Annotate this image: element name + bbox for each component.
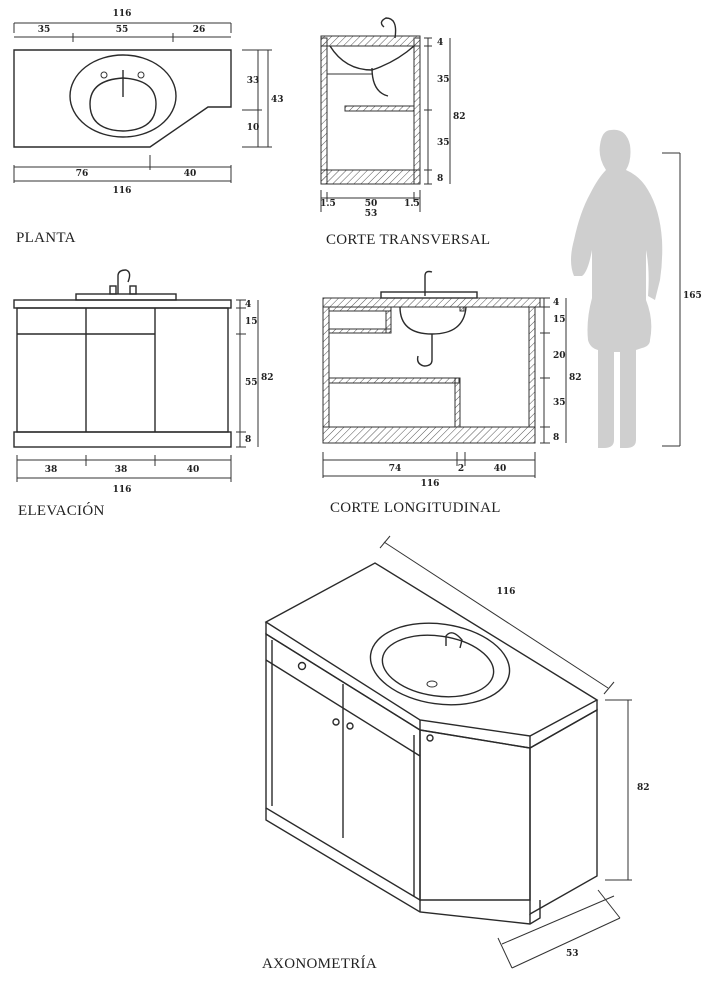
cl-drain-pipe bbox=[416, 334, 433, 367]
elevacion-view: 4 15 55 8 82 38 38 40 116 ELEVACIÓN bbox=[13, 269, 274, 519]
ct-dim-b-total: 53 bbox=[365, 209, 378, 219]
elev-basin-lip bbox=[75, 293, 177, 301]
cl-dim-b-c: 40 bbox=[494, 464, 507, 474]
elev-dim-b-a: 38 bbox=[45, 465, 58, 475]
axo-dim-length: 116 bbox=[497, 587, 516, 597]
cl-dim-b-a: 74 bbox=[389, 464, 402, 474]
axo-basin-rim bbox=[369, 622, 511, 706]
axo-body-angled bbox=[419, 729, 531, 901]
planta-tap-right bbox=[137, 71, 145, 79]
cl-dim-b-b: 2 bbox=[458, 464, 464, 474]
elev-dim-r-c: 55 bbox=[245, 378, 258, 388]
elev-cabinet-body bbox=[16, 307, 229, 433]
elev-dim-b-b: 38 bbox=[115, 465, 128, 475]
planta-dim-right-total: 43 bbox=[271, 95, 284, 105]
ct-basin-curve bbox=[329, 45, 415, 71]
elev-dim-b-c: 40 bbox=[187, 465, 200, 475]
planta-dim-right-b: 10 bbox=[247, 123, 260, 133]
axo-drain bbox=[426, 680, 438, 688]
planta-dim-top-total: 116 bbox=[113, 9, 132, 19]
planta-title: PLANTA bbox=[16, 230, 76, 246]
elev-plinth bbox=[13, 431, 232, 448]
cl-dim-b-total: 116 bbox=[421, 479, 440, 489]
cl-dim-r-total: 82 bbox=[569, 373, 582, 383]
figure-dim-height: 165 bbox=[683, 291, 702, 301]
axo-plinth bbox=[265, 808, 541, 925]
axo-door-knob-left bbox=[332, 718, 340, 726]
planta-dim-bottom-total: 116 bbox=[113, 186, 132, 196]
elev-dim-r-d: 8 bbox=[245, 435, 251, 445]
axo-dim-depth: 53 bbox=[566, 949, 579, 959]
cl-dim-r-a: 4 bbox=[553, 298, 559, 308]
cl-dim-r-b: 15 bbox=[553, 315, 566, 325]
human-figure-silhouette: 165 bbox=[571, 129, 702, 448]
ct-dim-b-c: 1.5 bbox=[404, 199, 420, 209]
cl-faucet bbox=[424, 270, 433, 296]
axo-countertop-top bbox=[264, 562, 599, 737]
axo-faucet bbox=[445, 632, 463, 649]
ct-dim-r-total: 82 bbox=[453, 112, 466, 122]
cl-dim-r-e: 8 bbox=[553, 433, 559, 443]
elev-dim-r-a: 4 bbox=[245, 300, 251, 310]
elev-countertop bbox=[13, 299, 232, 309]
planta-basin-rim bbox=[69, 54, 177, 138]
planta-dim-right-a: 33 bbox=[247, 76, 260, 86]
ct-faucet bbox=[380, 17, 397, 39]
corte-longitudinal-title: CORTE LONGITUDINAL bbox=[330, 500, 501, 516]
axonometria-title: AXONOMETRÍA bbox=[262, 955, 377, 972]
corte-longitudinal-view: 4 15 20 35 8 82 74 2 40 116 CORTE LONGIT… bbox=[322, 270, 582, 516]
elev-dim-r-total: 82 bbox=[261, 373, 274, 383]
elevacion-title: ELEVACIÓN bbox=[18, 502, 105, 519]
planta-dim-top-b: 55 bbox=[116, 25, 129, 35]
planta-dim-top-c: 26 bbox=[193, 25, 206, 35]
ct-drain-pipe bbox=[371, 67, 389, 97]
elev-dim-r-b: 15 bbox=[245, 317, 258, 327]
planta-tap-left bbox=[100, 71, 108, 79]
corte-transversal-view: 4 35 35 8 82 1.5 50 1.5 53 CORTE TRANSVE… bbox=[320, 17, 490, 248]
ct-dim-r-c: 35 bbox=[437, 138, 450, 148]
axo-door-knob-angled bbox=[426, 734, 434, 742]
axo-body-side bbox=[529, 708, 598, 916]
elev-dim-b-total: 116 bbox=[113, 485, 132, 495]
axo-dim-height: 82 bbox=[637, 783, 650, 793]
cl-dim-r-d: 35 bbox=[553, 398, 566, 408]
corte-transversal-title: CORTE TRANSVERSAL bbox=[326, 232, 490, 248]
elev-faucet bbox=[117, 269, 131, 294]
planta-dim-top-a: 35 bbox=[38, 25, 51, 35]
planta-view: 116 35 55 26 33 10 43 76 40 116 PLANTA bbox=[13, 9, 284, 246]
axonometria-view: 116 82 bbox=[262, 535, 650, 972]
ct-dim-r-d: 8 bbox=[437, 174, 443, 184]
axo-drawer-knob bbox=[297, 661, 307, 671]
ct-dim-b-b: 50 bbox=[365, 199, 378, 209]
cl-dim-r-c: 20 bbox=[553, 351, 566, 361]
axo-basin-bowl bbox=[381, 634, 495, 698]
planta-countertop-outline bbox=[13, 49, 232, 148]
ct-dim-r-a: 4 bbox=[437, 38, 443, 48]
cl-basin-bowl bbox=[399, 306, 467, 335]
planta-dim-bottom-b: 40 bbox=[184, 169, 197, 179]
ct-dim-b-a: 1.5 bbox=[320, 199, 336, 209]
planta-basin-bowl bbox=[89, 77, 157, 132]
planta-dim-bottom-a: 76 bbox=[76, 169, 89, 179]
axo-door-knob-right bbox=[346, 722, 354, 730]
ct-dim-r-b: 35 bbox=[437, 75, 450, 85]
